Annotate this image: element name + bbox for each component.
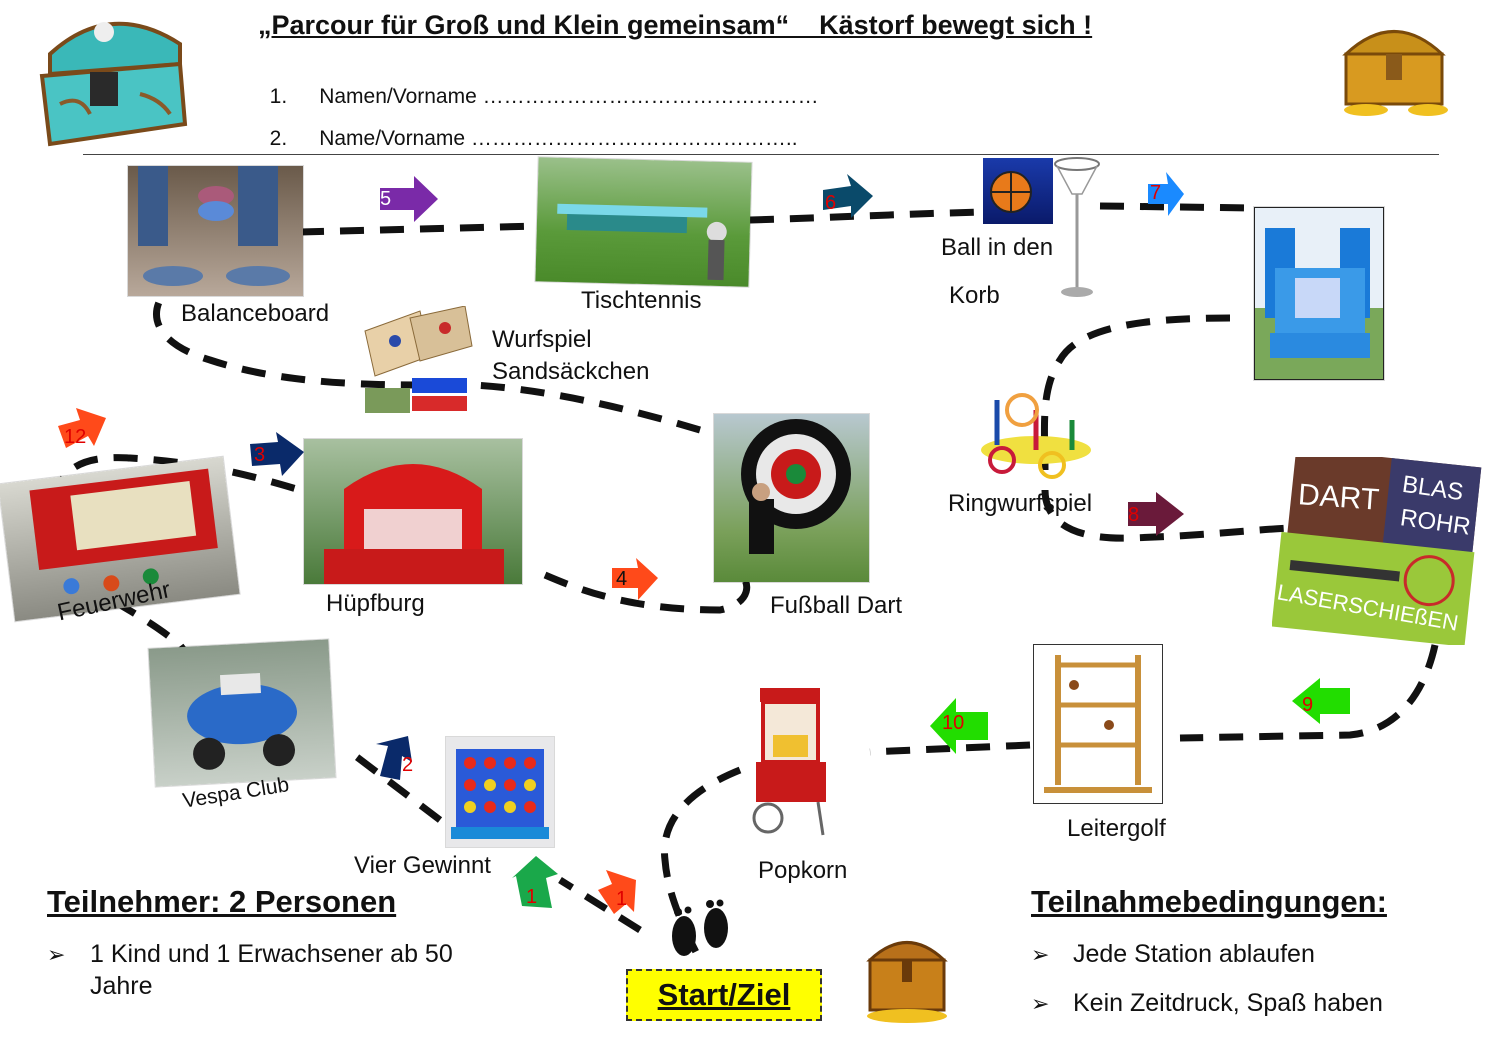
station-label-popkorn: Popkorn [758, 857, 848, 884]
station-label-wurfspiel-line2: Sandsäckchen [492, 358, 650, 385]
arrowhead-bullet-icon: ➢ [47, 942, 66, 967]
station-label-vier-gewinnt: Vier Gewinnt [354, 852, 491, 879]
footprints-icon [660, 898, 740, 960]
bedingungen-heading: Teilnahmebedingungen: [1031, 884, 1387, 919]
sign-text-dart: DART [1296, 478, 1381, 517]
station-label-ball-line2: Korb [949, 282, 1000, 309]
start-ziel-label: Start/Ziel [657, 977, 791, 1012]
teilnehmer-heading: Teilnehmer: 2 Personen [47, 884, 397, 919]
start-ziel-box: Start/Ziel [626, 969, 822, 1021]
arrowhead-bullet-icon: ➢ [1031, 991, 1050, 1016]
station-label-fussball-dart: Fußball Dart [770, 592, 903, 619]
hupfburg-photo [304, 439, 522, 584]
name-line-1: 1. Namen/Vorname ………………………………………… [258, 61, 819, 109]
balanceboard-photo [128, 166, 303, 296]
treasure-chest-icon [1336, 14, 1452, 118]
fussball-dart-photo [714, 414, 869, 582]
direction-arrow-12: 12 [56, 408, 118, 454]
page-title: „Parcour für Groß und Klein gemeinsam“ K… [258, 10, 1093, 40]
bedingung-item: Kein Zeitdruck, Spaß haben [1073, 989, 1383, 1017]
leitergolf-photo [1033, 644, 1163, 804]
name-line-number: 1. [269, 85, 288, 108]
name-line-text: Namen/Vorname ………………………………………… [319, 85, 819, 108]
direction-arrow-8: 8 [1128, 492, 1190, 538]
vier-gewinnt-photo [446, 737, 554, 847]
arrowhead-bullet-icon: ➢ [1031, 942, 1050, 967]
direction-arrow-3: 3 [250, 432, 312, 478]
teilnehmer-text-line1: 1 Kind und 1 Erwachsener ab 50 [90, 940, 453, 968]
direction-arrow-10: 10 [930, 698, 992, 754]
header-divider [83, 154, 1439, 155]
vespa-photo [148, 639, 336, 787]
ringwurf-icon [972, 390, 1100, 490]
hupfburg-castle-photo [1254, 207, 1384, 380]
tischtennis-photo [535, 157, 752, 287]
station-label-ball-line1: Ball in den [941, 234, 1053, 261]
shooting-sign: DART BLAS ROHR LASERSCHIEßEN [1272, 457, 1482, 645]
name-line-2: 2. Name/Vorname ……………………………………….. [258, 103, 798, 151]
direction-arrow-5: 5 [380, 176, 442, 222]
popcorn-machine-icon [738, 680, 838, 840]
direction-arrow-9: 9 [1292, 678, 1354, 724]
direction-arrow-4: 4 [612, 558, 674, 604]
treasure-chest-icon [862, 930, 952, 1026]
teilnehmer-text-line2: Jahre [90, 972, 153, 1000]
direction-arrow-1-red: 1 [596, 870, 658, 916]
basket-stand-icon [1052, 154, 1102, 300]
station-label-ringwurfspiel: Ringwurfspiel [948, 490, 1093, 517]
basketball-icon [983, 158, 1053, 224]
wurfspiel-icon [360, 305, 475, 416]
station-label-wurfspiel-line1: Wurfspiel [492, 326, 592, 353]
station-label-tischtennis: Tischtennis [581, 287, 702, 314]
name-line-number: 2. [269, 127, 288, 150]
station-label-leitergolf: Leitergolf [1067, 815, 1166, 842]
feuerwehr-photo [0, 456, 240, 622]
direction-arrow-2: 2 [376, 736, 438, 782]
direction-arrow-1-green: 1 [512, 856, 574, 912]
bedingungen-list: ➢ Jede Station ablaufen ➢ Kein Zeitdruck… [1031, 940, 1471, 1030]
station-label-balanceboard: Balanceboard [181, 300, 330, 327]
name-line-text: Name/Vorname ……………………………………….. [319, 127, 798, 150]
station-label-hupfburg: Hüpfburg [326, 590, 425, 617]
direction-arrow-7: 7 [1148, 172, 1210, 218]
direction-arrow-6: 6 [823, 174, 885, 220]
treasure-chest-icon [30, 4, 190, 150]
bedingung-item: Jede Station ablaufen [1073, 940, 1315, 968]
